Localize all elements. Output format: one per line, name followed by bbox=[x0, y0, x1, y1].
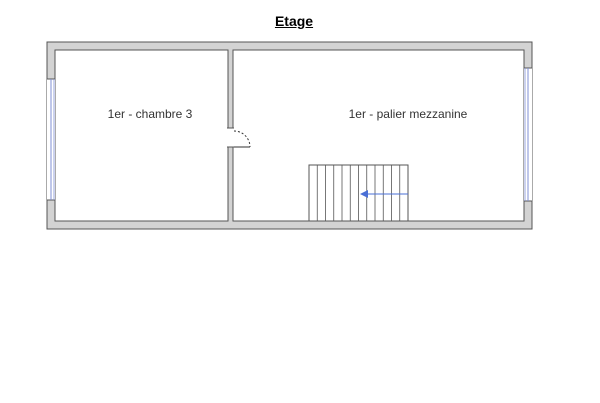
walls bbox=[46, 41, 533, 230]
stair-arrow-icon bbox=[360, 190, 368, 198]
room-label-chambre-3: 1er - chambre 3 bbox=[108, 107, 193, 121]
room-chambre-3-floor bbox=[54, 49, 229, 222]
window-right bbox=[524, 67, 532, 202]
door bbox=[227, 127, 251, 148]
door-swing-arc bbox=[233, 130, 251, 148]
room-label-palier-mezzanine: 1er - palier mezzanine bbox=[349, 107, 468, 121]
staircase bbox=[308, 164, 409, 222]
window-left bbox=[47, 78, 55, 201]
page-title: Etage bbox=[274, 13, 314, 29]
